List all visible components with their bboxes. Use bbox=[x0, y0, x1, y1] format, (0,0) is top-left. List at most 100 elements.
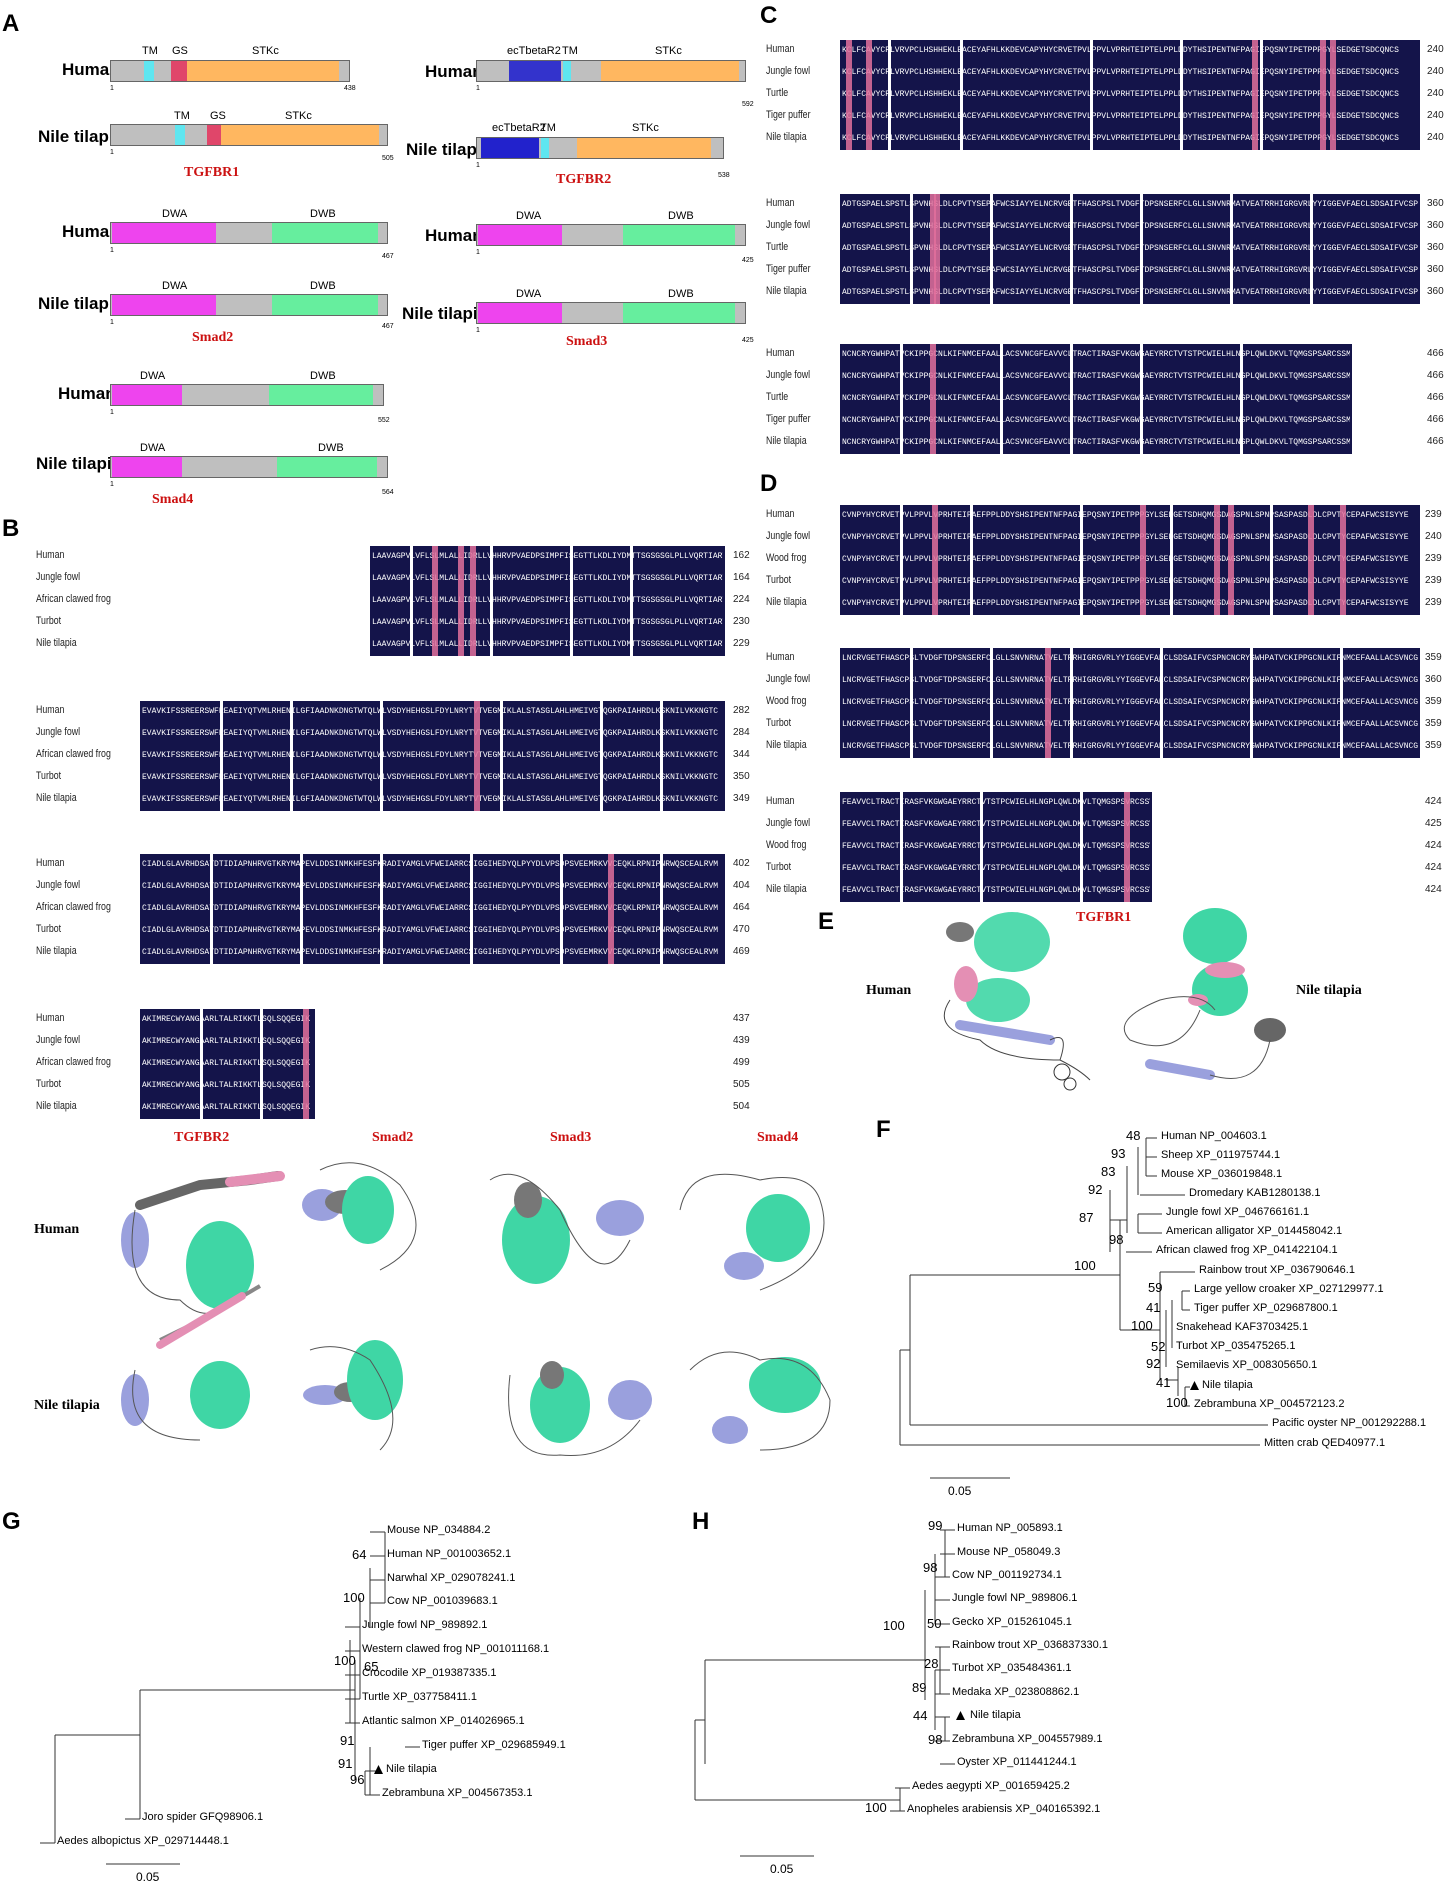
alignment-sequence-row: LAAVAGPVLVFLSLMLALLIDRLLVHHRVPVAEDPSIMPF… bbox=[372, 618, 723, 627]
alignment-variant-column bbox=[1252, 40, 1258, 150]
alignment-variant-column bbox=[1214, 505, 1220, 615]
alignment-position-number: 239 bbox=[1425, 509, 1442, 520]
tree-f-leaf: Turbot XP_035475265.1 bbox=[1176, 1340, 1296, 1352]
tree-h-leaf: Turbot XP_035484361.1 bbox=[952, 1662, 1072, 1674]
smad2-tilapia-length: 467 bbox=[382, 323, 394, 330]
stkc-domain bbox=[577, 138, 711, 158]
alignment-column-gap bbox=[1260, 40, 1263, 150]
dwb-domain bbox=[623, 303, 735, 323]
tree-f-leaf: Mouse XP_036019848.1 bbox=[1161, 1168, 1283, 1180]
alignment-species-name: Jungle fowl bbox=[766, 673, 811, 685]
alignment-column-gap bbox=[910, 194, 913, 304]
smad3-tilapia-label: Nile tilapia bbox=[402, 304, 488, 323]
alignment-sequence-row: CIADLGLAVRHDSATDTIDIAPNHRVGTKRYMAPEVLDDS… bbox=[142, 926, 719, 935]
alignment-sequence-row: NCNCRYGWHPATVCKIPPGCNLKIFNMCEFAALLACSVNC… bbox=[842, 350, 1350, 359]
tgfbr2-tilapia-stkc-label: STKc bbox=[632, 122, 659, 134]
tree-h-bootstrap: 28 bbox=[924, 1656, 939, 1671]
alignment-position-number: 239 bbox=[1425, 575, 1442, 586]
structure-title-smad2: Smad2 bbox=[372, 1130, 414, 1145]
alignment-variant-column bbox=[303, 1009, 309, 1119]
structure-tilapia-tgfbr2 bbox=[121, 1284, 262, 1441]
alignment-sequence-row: FEAVVCLTRACTIRASFVKGWGAEYRRCTVTSTPCWIELH… bbox=[842, 820, 1150, 829]
alignment-column-gap bbox=[380, 854, 383, 964]
alignment-variant-column bbox=[1320, 40, 1326, 150]
alignment-column-gap bbox=[1070, 194, 1073, 304]
alignment-species-name: Jungle fowl bbox=[766, 817, 811, 829]
alignment-block bbox=[140, 1009, 315, 1119]
alignment-position-number: 360 bbox=[1427, 242, 1444, 253]
tgfbr1-human-label: Human bbox=[62, 60, 120, 79]
alignment-variant-column bbox=[1124, 792, 1130, 902]
tree-g-bootstrap: 91 bbox=[338, 1756, 353, 1771]
tgfbr2-human-bar bbox=[476, 60, 746, 82]
tree-f-scale: 0.05 bbox=[948, 1484, 972, 1498]
alignment-position-number: 359 bbox=[1425, 696, 1442, 707]
alignment-column-gap bbox=[980, 792, 983, 902]
smad4-human-bar bbox=[110, 384, 384, 406]
alignment-sequence-row: EVAVKIFSSREERSWFREAEIYQTVMLRHENILGFIAADN… bbox=[142, 751, 719, 760]
alignment-species-name: Turbot bbox=[36, 923, 62, 935]
alignment-species-name: Nile tilapia bbox=[766, 596, 807, 608]
smad2-title: Smad2 bbox=[192, 330, 234, 345]
tilapia-marker-icon bbox=[1190, 1381, 1199, 1390]
alignment-species-name: Turbot bbox=[36, 1078, 62, 1090]
tree-h-leaf: Rainbow trout XP_036837330.1 bbox=[952, 1639, 1108, 1651]
alignment-variant-column bbox=[930, 194, 936, 304]
tree-g-leaf: Zebrambuna XP_004567353.1 bbox=[382, 1787, 533, 1799]
tree-f-bootstrap: 100 bbox=[1131, 1318, 1153, 1333]
tree-g-leaf: Crocodile XP_019387335.1 bbox=[362, 1667, 497, 1679]
alignment-position-number: 240 bbox=[1427, 110, 1444, 121]
alignment-species-name: Jungle fowl bbox=[766, 65, 811, 77]
alignment-position-number: 360 bbox=[1427, 264, 1444, 275]
tree-f-leaf: American alligator XP_014458042.1 bbox=[1166, 1225, 1343, 1237]
alignment-position-number: 240 bbox=[1427, 66, 1444, 77]
alignment-column-gap bbox=[900, 505, 903, 615]
panel-label-g: G bbox=[2, 1508, 21, 1535]
alignment-species-name: Nile tilapia bbox=[36, 945, 77, 957]
tgfbr2-tilapia-bar bbox=[476, 137, 724, 159]
alignment-column-gap bbox=[1170, 505, 1173, 615]
alignment-column-gap bbox=[1000, 344, 1003, 454]
tree-h-scale: 0.05 bbox=[770, 1862, 794, 1876]
alignment-position-number: 359 bbox=[1425, 718, 1442, 729]
alignment-position-number: 360 bbox=[1425, 674, 1442, 685]
smad2-tilapia-dwa-label: DWA bbox=[162, 280, 188, 292]
smad4-human-dwb-label: DWB bbox=[310, 370, 336, 382]
dwa-domain bbox=[478, 225, 562, 245]
alignment-position-number: 224 bbox=[733, 594, 750, 605]
alignment-column-gap bbox=[1080, 505, 1083, 615]
alignment-sequence-row: ADTGSPAELSPSTLSPVNHSLDLCPVTYSEPAFWCSIAYY… bbox=[842, 244, 1418, 253]
tree-g-bootstrap: 65 bbox=[364, 1659, 379, 1674]
tree-g-leaf: Joro spider GFQ98906.1 bbox=[142, 1811, 264, 1823]
tree-g-bootstrap: 96 bbox=[350, 1772, 365, 1787]
alignment-column-gap bbox=[210, 854, 213, 964]
alignment-sequence-row: CVNPYHYCRVETPVLPPVLVPRHTEIPAEFPPLDDYSHSI… bbox=[842, 599, 1409, 608]
alignment-position-number: 424 bbox=[1425, 796, 1442, 807]
panel-label-a: A bbox=[2, 10, 20, 37]
tree-h-leaf: Anopheles arabiensis XP_040165392.1 bbox=[907, 1803, 1101, 1815]
alignment-variant-column bbox=[930, 344, 936, 454]
alignment-sequence-row: AKIMRECWYANGAARLTALRIKKTLSQLSQQEGIK bbox=[142, 1081, 311, 1090]
alignment-position-number: 464 bbox=[733, 902, 750, 913]
alignment-sequence-row: LNCRVGETFHASCPSLTVDGFTDPSNSERFCLGLLSNVNR… bbox=[842, 654, 1418, 663]
alignment-species-name: Human bbox=[36, 704, 65, 716]
smad4-human-label: Human bbox=[58, 384, 116, 403]
alignment-variant-column bbox=[934, 194, 940, 304]
tree-f-leaf: Sheep XP_011975744.1 bbox=[1161, 1149, 1281, 1161]
alignment-position-number: 402 bbox=[733, 858, 750, 869]
alignment-sequence-row: LAAVAGPVLVFLSLMLALLIDRLLVHHRVPVAEDPSIMPF… bbox=[372, 596, 723, 605]
alignment-position-number: 240 bbox=[1427, 132, 1444, 143]
alignment-species-name: African clawed frog bbox=[36, 748, 111, 760]
alignment-sequence-row: ADTGSPAELSPSTLSPVNHSLDLCPVTYSEPAFWCSIAYY… bbox=[842, 200, 1418, 209]
tree-f-leaf: Jungle fowl XP_046766161.1 bbox=[1166, 1206, 1310, 1218]
tree-h-leaf: Aedes aegypti XP_001659425.2 bbox=[912, 1780, 1070, 1792]
tgfbr2-tilapia-ectb-label: ecTbetaR2 bbox=[492, 122, 546, 134]
alignment-position-number: 229 bbox=[733, 638, 750, 649]
alignment-column-gap bbox=[220, 701, 223, 811]
smad2-tilapia-dwb-label: DWB bbox=[310, 280, 336, 292]
alignment-column-gap bbox=[1090, 40, 1093, 150]
alignment-position-number: 437 bbox=[733, 1013, 750, 1024]
alignment-column-gap bbox=[1180, 40, 1183, 150]
tilapia-marker-icon bbox=[374, 1765, 383, 1774]
smad3-human-dwa-label: DWA bbox=[516, 210, 542, 222]
